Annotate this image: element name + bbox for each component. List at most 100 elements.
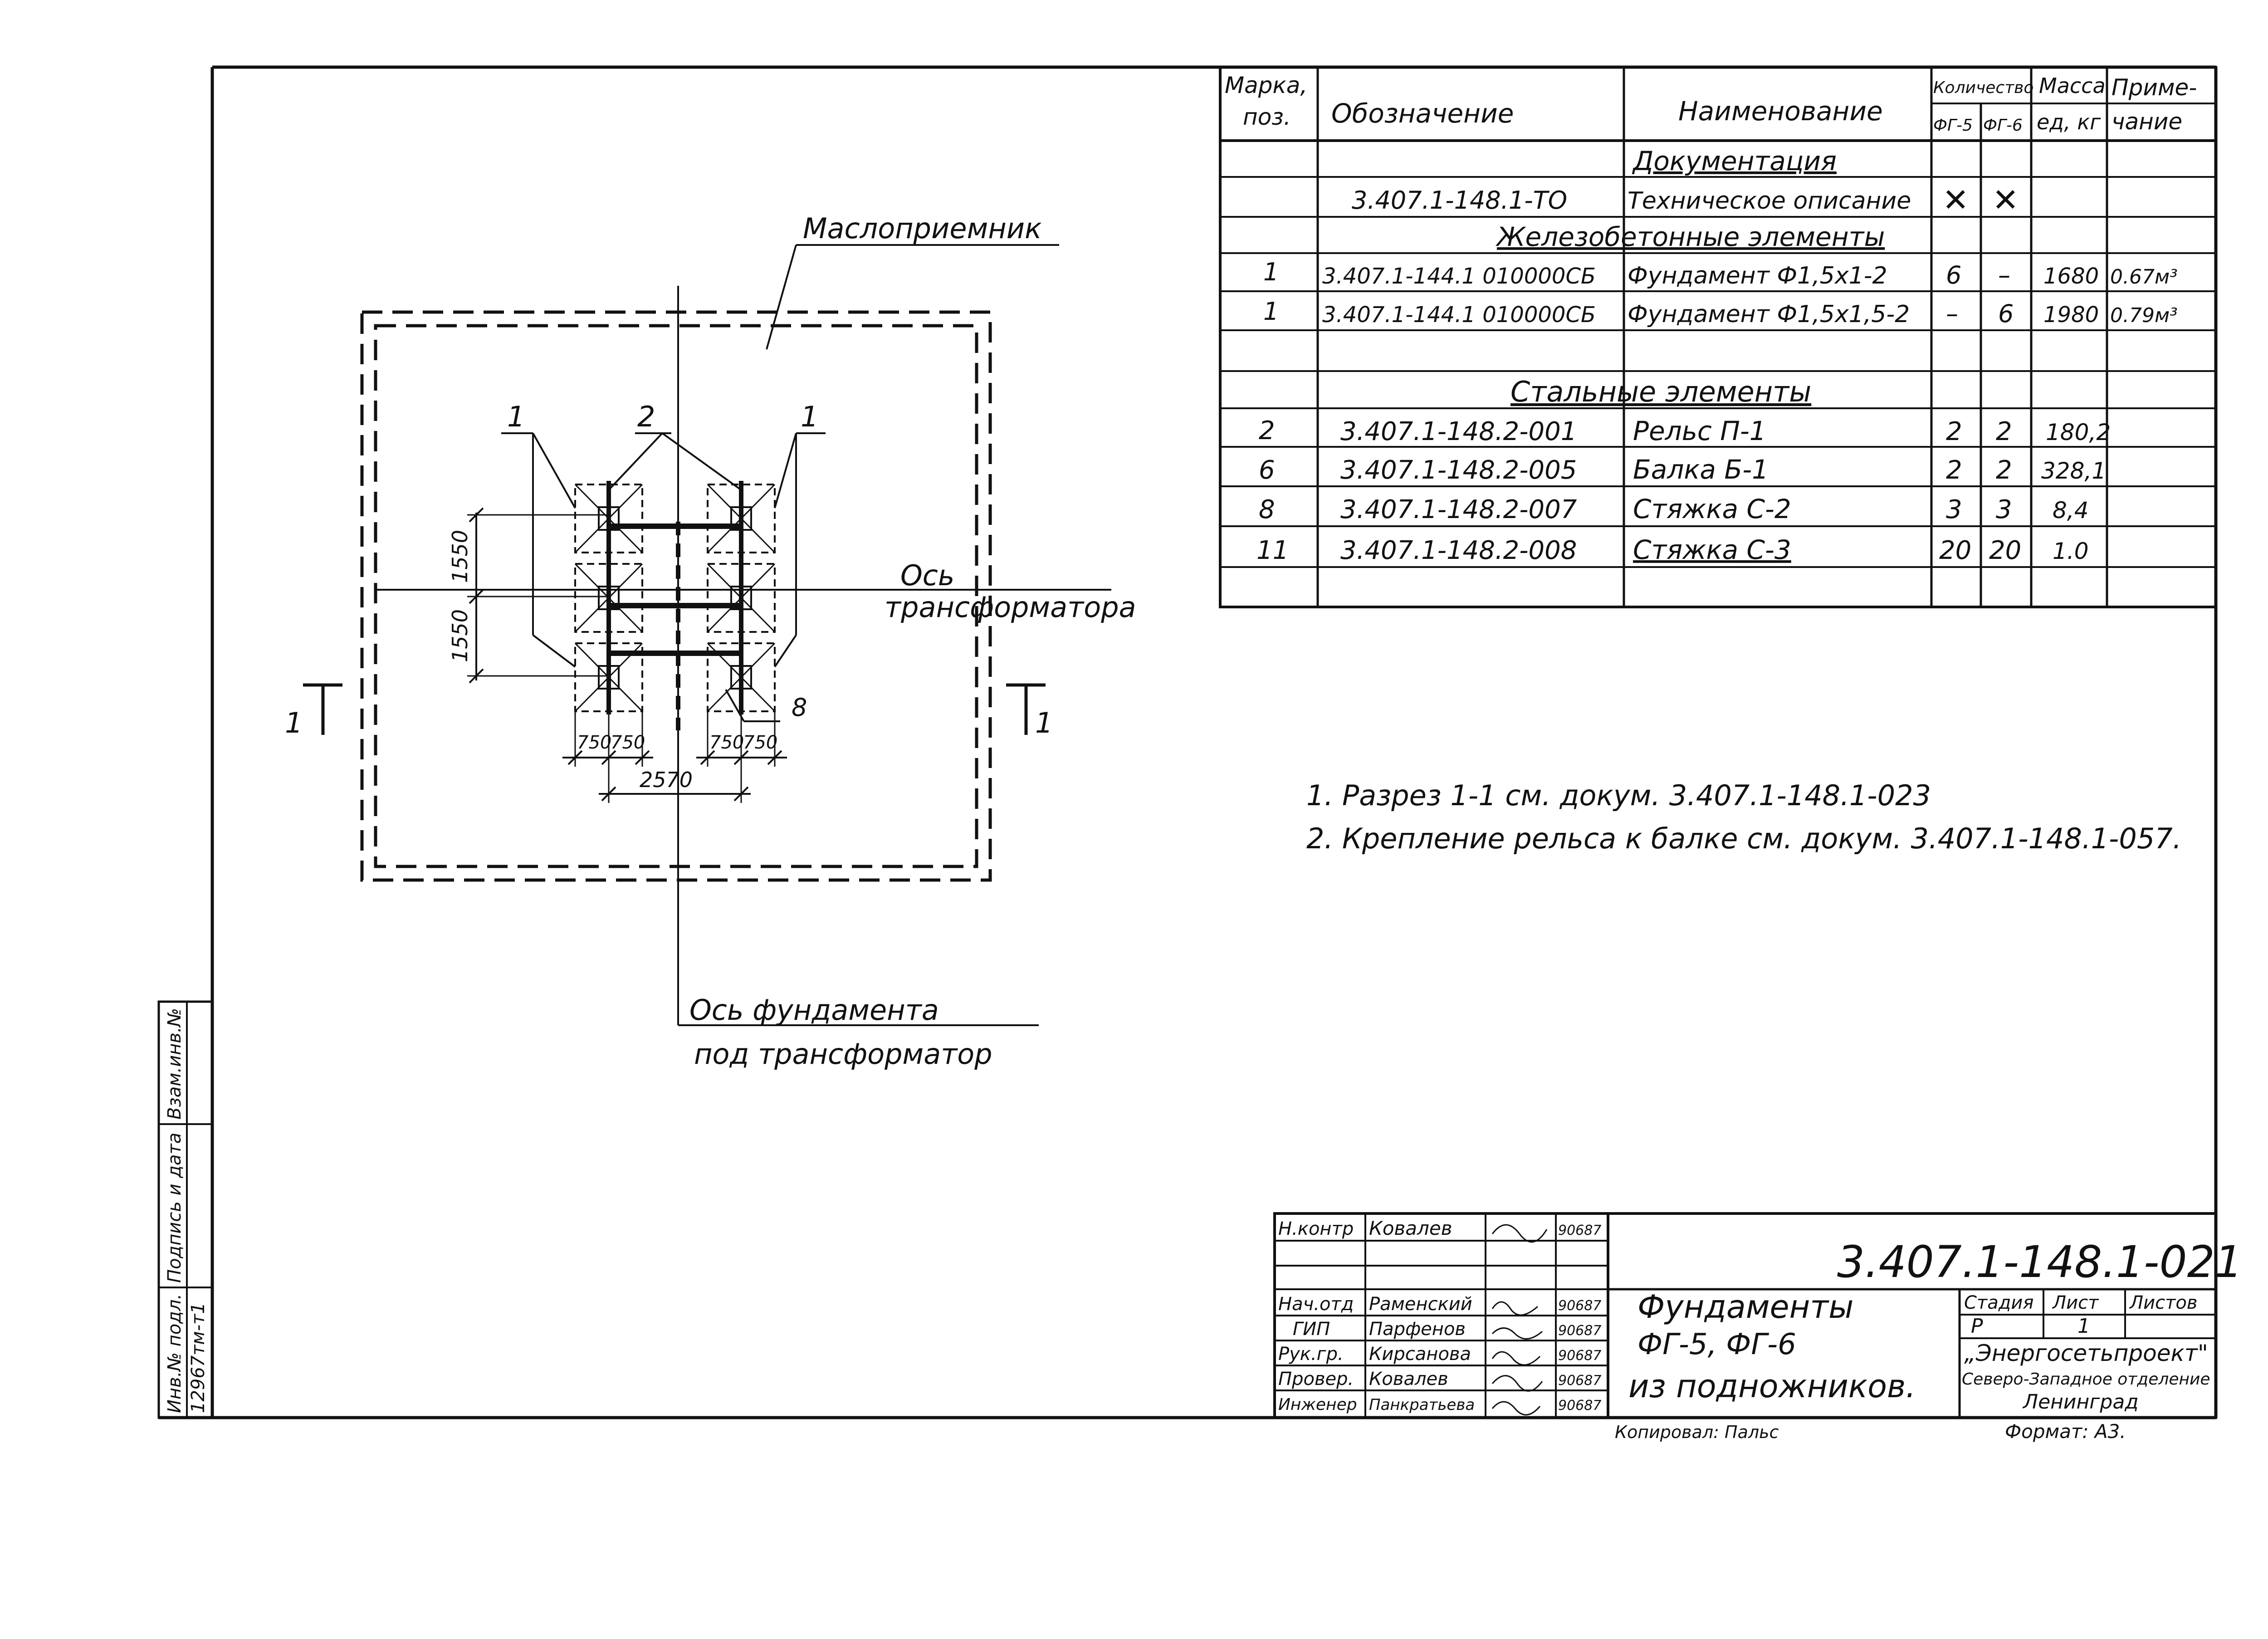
row4-name: Балка Б-1 bbox=[1633, 454, 1769, 485]
hdr-qty-fg6: ФГ-6 bbox=[1983, 116, 2023, 135]
foundation-axis-label-1: Ось фундамента bbox=[689, 993, 939, 1027]
sheet-value: 1 bbox=[2077, 1315, 2090, 1338]
org-name: „Энергосетьпроект" bbox=[1964, 1340, 2208, 1366]
row5-mass: 8,4 bbox=[2053, 497, 2089, 524]
row5-mark: 8 bbox=[1259, 495, 1275, 524]
sig-date-3: 90687 bbox=[1558, 1348, 1601, 1364]
row5-fg5: 3 bbox=[1946, 495, 1962, 524]
row0-designation: 3.407.1-148.1-ТО bbox=[1352, 186, 1567, 215]
sig-date-4: 90687 bbox=[1558, 1373, 1601, 1389]
row2-designation: 3.407.1-144.1 010000СБ bbox=[1322, 302, 1596, 328]
transformer-axis-label-1: Ось bbox=[900, 559, 954, 592]
section-docs: Документация bbox=[1632, 146, 1837, 176]
row6-mass: 1.0 bbox=[2053, 538, 2089, 564]
row3-mark: 2 bbox=[1259, 416, 1275, 445]
row6-mark: 11 bbox=[1256, 536, 1289, 565]
sheets-label: Листов bbox=[2129, 1292, 2197, 1313]
rails-and-beams bbox=[606, 481, 743, 714]
stage-value: Р bbox=[1971, 1315, 1983, 1338]
oil-receiver-label: Маслоприемник bbox=[803, 212, 1042, 245]
document-code: 3.407.1-148.1-021 bbox=[1837, 1237, 2243, 1287]
dim-1550-top: 1550 bbox=[448, 530, 472, 583]
signature-marks bbox=[1491, 1224, 1548, 1416]
section-marks: 1 1 bbox=[285, 683, 1053, 739]
sig-name-2: Парфенов bbox=[1369, 1319, 1466, 1340]
row4-fg5: 2 bbox=[1946, 455, 1962, 485]
org-city: Ленинград bbox=[2022, 1390, 2139, 1414]
row4-mass: 328,1 bbox=[2041, 458, 2106, 484]
hdr-note-2: чание bbox=[2112, 108, 2182, 135]
hdr-mark-1: Марка, bbox=[1225, 72, 1307, 98]
callout-1-left: 1 bbox=[507, 400, 525, 433]
row2-name: Фундамент Ф1,5х1,5-2 bbox=[1628, 301, 1910, 328]
row1-designation: 3.407.1-144.1 010000СБ bbox=[1322, 264, 1596, 289]
row1-name: Фундамент Ф1,5х1-2 bbox=[1628, 262, 1887, 289]
notes: 1. Разрез 1-1 см. докум. 3.407.1-148.1-0… bbox=[1306, 779, 2181, 855]
row0-name: Техническое описание bbox=[1628, 187, 1911, 215]
sig-name-4: Ковалев bbox=[1369, 1369, 1448, 1389]
section-concrete: Железобетонные элементы bbox=[1496, 221, 1885, 252]
row1-note: 0.67м³ bbox=[2110, 265, 2178, 289]
sig-date-2: 90687 bbox=[1558, 1323, 1601, 1339]
row3-name: Рельс П-1 bbox=[1633, 416, 1766, 446]
sign-date-label: Подпись и дата bbox=[164, 1133, 185, 1283]
hdr-mass-1: Масса bbox=[2039, 73, 2106, 98]
sig-date-0: 90687 bbox=[1558, 1223, 1601, 1238]
inv-no-value: 12967тм-т1 bbox=[188, 1302, 209, 1413]
sig-name-0: Ковалев bbox=[1369, 1217, 1452, 1239]
stage-label: Стадия bbox=[1964, 1292, 2033, 1313]
plan-drawing: Маслоприемник Ось трансформатора Ось фун… bbox=[285, 212, 1136, 1071]
callout-2: 2 bbox=[637, 400, 655, 433]
hdr-designation: Обозначение bbox=[1331, 98, 1514, 129]
row3-fg6: 2 bbox=[1996, 417, 2012, 446]
row6-fg5: 20 bbox=[1939, 536, 1971, 565]
title-line-2: ФГ-5, ФГ-6 bbox=[1637, 1328, 1796, 1361]
horizontal-dimensions: 750 750 750 750 2570 bbox=[562, 712, 787, 803]
spec-table: Марка, поз. Обозначение Наименование Кол… bbox=[1219, 66, 2217, 608]
sig-role-5: Инженер bbox=[1278, 1395, 1357, 1414]
sheet-label: Лист bbox=[2052, 1292, 2099, 1313]
dim-750-2: 750 bbox=[611, 732, 645, 753]
paper-format: Формат: А3. bbox=[2005, 1420, 2126, 1443]
foundation-axis-label-2: под трансформатор bbox=[694, 1037, 992, 1071]
replace-inv-label: Взам.инв.№ bbox=[164, 1008, 185, 1120]
sig-role-2: ГИП bbox=[1293, 1319, 1330, 1340]
oil-receiver-outline bbox=[360, 310, 992, 882]
sig-date-5: 90687 bbox=[1558, 1398, 1601, 1414]
sig-role-0: Н.контр bbox=[1278, 1218, 1354, 1239]
hdr-name: Наименование bbox=[1678, 96, 1883, 127]
foundation-pads bbox=[574, 484, 776, 712]
row4-mark: 6 bbox=[1259, 455, 1275, 485]
section-mark-right: 1 bbox=[1035, 706, 1053, 739]
note-1: 1. Разрез 1-1 см. докум. 3.407.1-148.1-0… bbox=[1306, 779, 1931, 812]
hdr-note-1: Приме- bbox=[2112, 74, 2197, 101]
dim-750-1: 750 bbox=[577, 732, 611, 753]
row2-mark: 1 bbox=[1263, 297, 1279, 326]
dim-2570: 2570 bbox=[640, 768, 693, 792]
note-2: 2. Крепление рельса к балке см. докум. 3… bbox=[1306, 822, 2181, 855]
dim-750-3: 750 bbox=[709, 732, 744, 753]
copied-by: Копировал: Пальс bbox=[1615, 1422, 1779, 1442]
title-block: Н.контр Ковалев 90687 Нач.отд Раменский … bbox=[1273, 1212, 2243, 1443]
row1-mass: 1680 bbox=[2043, 264, 2099, 289]
row6-designation: 3.407.1-148.2-008 bbox=[1340, 536, 1577, 565]
row0-fg6: ✕ bbox=[1992, 181, 2019, 219]
row2-note: 0.79м³ bbox=[2110, 304, 2178, 327]
row3-mass: 180,2 bbox=[2046, 419, 2111, 445]
sig-date-1: 90687 bbox=[1558, 1298, 1601, 1314]
row1-mark: 1 bbox=[1263, 258, 1279, 286]
hdr-mark-2: поз. bbox=[1243, 104, 1291, 130]
section-mark-left: 1 bbox=[285, 706, 303, 739]
row5-name: Стяжка С-2 bbox=[1633, 494, 1791, 524]
row1-fg5: 6 bbox=[1946, 261, 1961, 289]
vertical-dimensions: 1550 1550 bbox=[448, 507, 609, 684]
inv-no-label: Инв.№ подл. bbox=[164, 1294, 185, 1413]
row0-fg5: ✕ bbox=[1942, 181, 1969, 219]
row3-fg5: 2 bbox=[1946, 417, 1962, 446]
row4-fg6: 2 bbox=[1996, 455, 2012, 485]
sig-role-3: Рук.гр. bbox=[1278, 1344, 1344, 1365]
dim-750-4: 750 bbox=[743, 732, 777, 753]
row4-designation: 3.407.1-148.2-005 bbox=[1340, 455, 1577, 485]
row1-fg6: – bbox=[1998, 261, 2010, 289]
